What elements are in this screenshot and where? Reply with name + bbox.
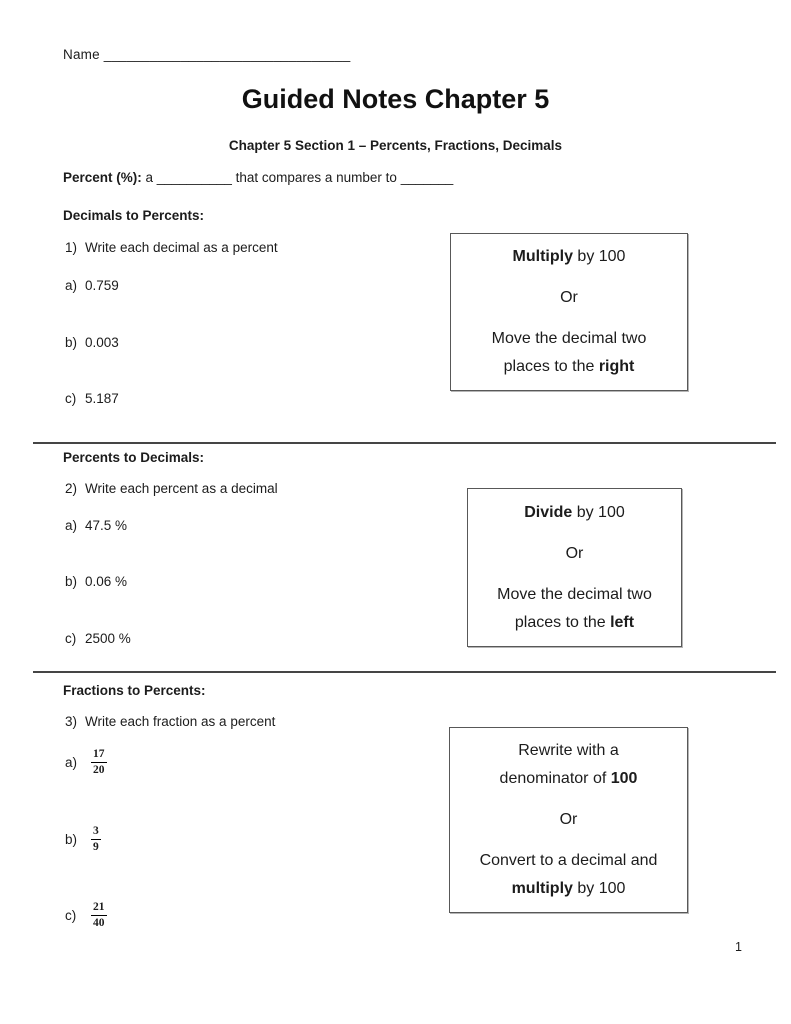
hint-line: Multiply by 100 [512, 248, 626, 265]
item-value: 5.187 [85, 391, 119, 406]
section3-heading: Fractions to Percents: [63, 683, 206, 698]
section2-item-b: b) 0.06 % [65, 574, 127, 589]
item-value: 2500 % [85, 631, 131, 646]
section2-prompt: 2) Write each percent as a decimal [65, 481, 278, 496]
hint-line: Convert to a decimal and [479, 852, 658, 869]
fraction-denominator: 20 [93, 764, 105, 777]
fraction-denominator: 9 [93, 841, 99, 854]
hint-line: Or [560, 289, 578, 306]
hint-line: multiply by 100 [511, 880, 626, 897]
prompt-number: 2) [65, 481, 78, 496]
section3-hint-box: Rewrite with a denominator of 100 Or Con… [449, 727, 688, 913]
item-value: 47.5 % [85, 518, 128, 533]
section1-item-a: a) 0.759 [65, 278, 119, 293]
section1-heading: Decimals to Percents: [63, 208, 205, 223]
section-divider [33, 442, 776, 444]
hint-line: Or [559, 811, 578, 828]
item-label: c) [65, 908, 77, 924]
item-label: b) [65, 574, 78, 589]
section1-prompt: 1) Write each decimal as a percent [65, 240, 278, 255]
section3-item-c: c) 21 40 [65, 901, 107, 930]
section1-hint-box: Multiply by 100 Or Move the decimal two … [450, 233, 688, 391]
item-label: a) [65, 518, 78, 533]
section2-hint-box: Divide by 100 Or Move the decimal two pl… [467, 488, 682, 647]
item-value: 0.003 [85, 335, 119, 350]
prompt-text: Write each decimal as a percent [85, 240, 278, 255]
hint-line: Rewrite with a [518, 742, 619, 759]
hint-line: Move the decimal two [497, 585, 652, 603]
section-subtitle: Chapter 5 Section 1 – Percents, Fraction… [228, 138, 563, 153]
section2-item-c: c) 2500 % [65, 631, 131, 646]
hint-line: denominator of 100 [499, 770, 638, 787]
fraction: 21 40 [91, 901, 107, 930]
hint-line: Or [565, 544, 584, 562]
fraction-numerator: 17 [91, 748, 107, 764]
page-number: 1 [735, 940, 742, 954]
item-value: 0.06 % [85, 574, 128, 589]
page-title: Guided Notes Chapter 5 [241, 84, 550, 114]
percent-definition: Percent (%): a __________ that compares … [63, 170, 454, 185]
section3-item-b: b) 3 9 [65, 825, 101, 854]
fraction-numerator: 3 [91, 825, 101, 841]
hint-line: Divide by 100 [524, 503, 625, 521]
item-label: b) [65, 832, 78, 848]
hint-line: places to the left [514, 613, 635, 631]
fraction-denominator: 40 [93, 917, 105, 930]
name-blank-line: Name ________________________________ [63, 47, 351, 62]
prompt-text: Write each fraction as a percent [85, 714, 276, 729]
item-value: 0.759 [85, 278, 119, 293]
fraction: 3 9 [91, 825, 101, 854]
prompt-number: 3) [65, 714, 78, 729]
section1-item-c: c) 5.187 [65, 391, 119, 406]
fraction: 17 20 [91, 748, 107, 777]
prompt-text: Write each percent as a decimal [85, 481, 278, 496]
hint-line: places to the right [503, 358, 635, 375]
section3-item-a: a) 17 20 [65, 748, 107, 777]
item-label: b) [65, 335, 78, 350]
section2-heading: Percents to Decimals: [63, 450, 205, 465]
item-label: c) [65, 391, 77, 406]
section1-item-b: b) 0.003 [65, 335, 119, 350]
item-label: a) [65, 278, 78, 293]
fraction-numerator: 21 [91, 901, 107, 917]
section3-prompt: 3) Write each fraction as a percent [65, 714, 275, 729]
hint-line: Move the decimal two [491, 330, 647, 347]
section-divider [33, 671, 776, 673]
prompt-number: 1) [65, 240, 78, 255]
item-label: c) [65, 631, 77, 646]
item-label: a) [65, 755, 78, 771]
section2-item-a: a) 47.5 % [65, 518, 127, 533]
